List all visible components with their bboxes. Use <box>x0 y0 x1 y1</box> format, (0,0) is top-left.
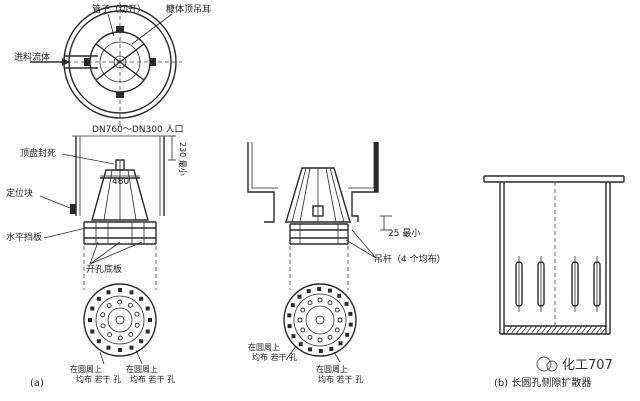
plate-hole <box>139 296 144 301</box>
wechat-icon <box>536 356 552 372</box>
plate-hole <box>117 299 123 305</box>
plate-hole <box>291 334 296 339</box>
plate-hole <box>337 293 342 298</box>
label-horiz-baffle: 水平挡板 <box>6 231 42 243</box>
plate-hole <box>128 331 134 337</box>
watermark-text: 化工707 <box>562 358 613 373</box>
hole-ring-inner-b <box>297 297 343 343</box>
plate-hole <box>327 288 332 293</box>
side-view-a <box>39 135 176 290</box>
plate-hole <box>297 317 303 323</box>
plate-hole <box>148 318 152 322</box>
hole-plate-outer-b <box>283 283 357 357</box>
plate-hole <box>145 329 150 334</box>
label-feed: 进料流体 <box>14 51 50 63</box>
plate-hole <box>118 288 122 292</box>
plate-hole <box>100 312 106 318</box>
side-view-b <box>247 142 392 290</box>
label-locator: 定位块 <box>6 187 33 199</box>
plate-hole <box>287 324 292 329</box>
plate-hole <box>337 317 343 323</box>
label-circ-a1-l2: 均布 若干 孔 <box>76 374 121 384</box>
label-pipe: 管子（切开） <box>92 3 146 15</box>
label-circ-a2-l1: 在圆周上 <box>126 364 158 374</box>
plate-hole <box>117 335 123 341</box>
plate-hole <box>107 332 113 338</box>
plate-hole <box>88 318 92 322</box>
label-dim-230: 230 最小 <box>178 142 187 176</box>
label-dim-480: 480 <box>112 177 129 187</box>
plate-hole <box>334 327 340 333</box>
plate-hole <box>307 334 313 340</box>
top-view <box>30 2 182 125</box>
plate-hole <box>348 311 353 316</box>
plate-hole <box>90 329 95 334</box>
plate-hole <box>96 296 101 301</box>
hole-plate-outer <box>83 283 157 357</box>
plate-hole <box>96 339 101 344</box>
plate-hole <box>308 347 313 352</box>
label-circ-a1-l1: 在圆周上 <box>70 364 102 374</box>
plate-hole <box>307 300 313 306</box>
hole-ring-outer-a <box>88 288 152 352</box>
caption-a: (a) <box>30 378 44 389</box>
diffuser-b <box>483 175 625 335</box>
plate-hole <box>300 327 306 333</box>
plate-hole <box>327 300 333 306</box>
plate-hole <box>300 307 306 313</box>
label-circ-a2-l2: 均布 若干 孔 <box>130 374 175 384</box>
label-circ-b1-l2: 均布 若干 孔 <box>252 352 297 362</box>
hole-plate-view-b <box>283 283 357 363</box>
label-hole-plate: 开孔底板 <box>86 263 122 275</box>
label-circ-b1-l1: 在圆周上 <box>248 342 280 352</box>
plate-hole <box>334 307 340 313</box>
plate-hole <box>317 287 322 291</box>
plate-hole <box>327 334 333 340</box>
plate-hole <box>134 311 140 317</box>
label-rod: 吊杆（4 个均布） <box>374 253 446 265</box>
plate-hole <box>118 348 122 352</box>
plate-hole <box>139 339 144 344</box>
hole-plate-view-a <box>83 283 157 365</box>
hole-ring-outer-b <box>287 287 353 353</box>
label-manhole: DN760～DN300 人口 <box>92 124 184 135</box>
watermark: 化工707 <box>536 356 613 373</box>
plate-hole <box>318 349 323 353</box>
plate-hole <box>298 342 303 347</box>
label-dim-25: 25 最小 <box>388 228 420 239</box>
plate-hole <box>306 289 311 294</box>
label-top-plate: 顶盘封死 <box>20 147 56 159</box>
plate-hole <box>317 297 323 303</box>
plate-hole <box>90 306 95 311</box>
plate-hole <box>129 345 134 350</box>
plate-hole <box>297 294 302 299</box>
plate-hole <box>129 290 134 295</box>
plate-hole <box>100 323 106 329</box>
plate-hole <box>106 303 112 309</box>
caption-b: (b) 长圆孔侧隙扩散器 <box>494 376 591 389</box>
plate-hole <box>348 322 353 327</box>
plate-hole <box>287 313 292 318</box>
plate-hole <box>127 302 133 308</box>
plate-hole <box>344 301 349 306</box>
plate-hole <box>290 303 295 308</box>
hole-ring-inner-a <box>100 299 140 341</box>
label-ear: 糠体顶吊耳 <box>166 3 211 15</box>
plate-hole <box>317 337 323 343</box>
label-circ-b2-l2: 均布 若干 孔 <box>318 374 363 384</box>
cone-body-b <box>285 167 351 223</box>
plate-hole <box>106 345 111 350</box>
label-circ-b2-l1: 在圆周上 <box>316 364 348 374</box>
plate-hole <box>145 306 150 311</box>
plate-hole <box>345 332 350 337</box>
plate-hole <box>338 341 343 346</box>
plate-hole <box>329 346 334 351</box>
plate-hole <box>106 290 111 295</box>
plate-hole <box>134 322 140 328</box>
